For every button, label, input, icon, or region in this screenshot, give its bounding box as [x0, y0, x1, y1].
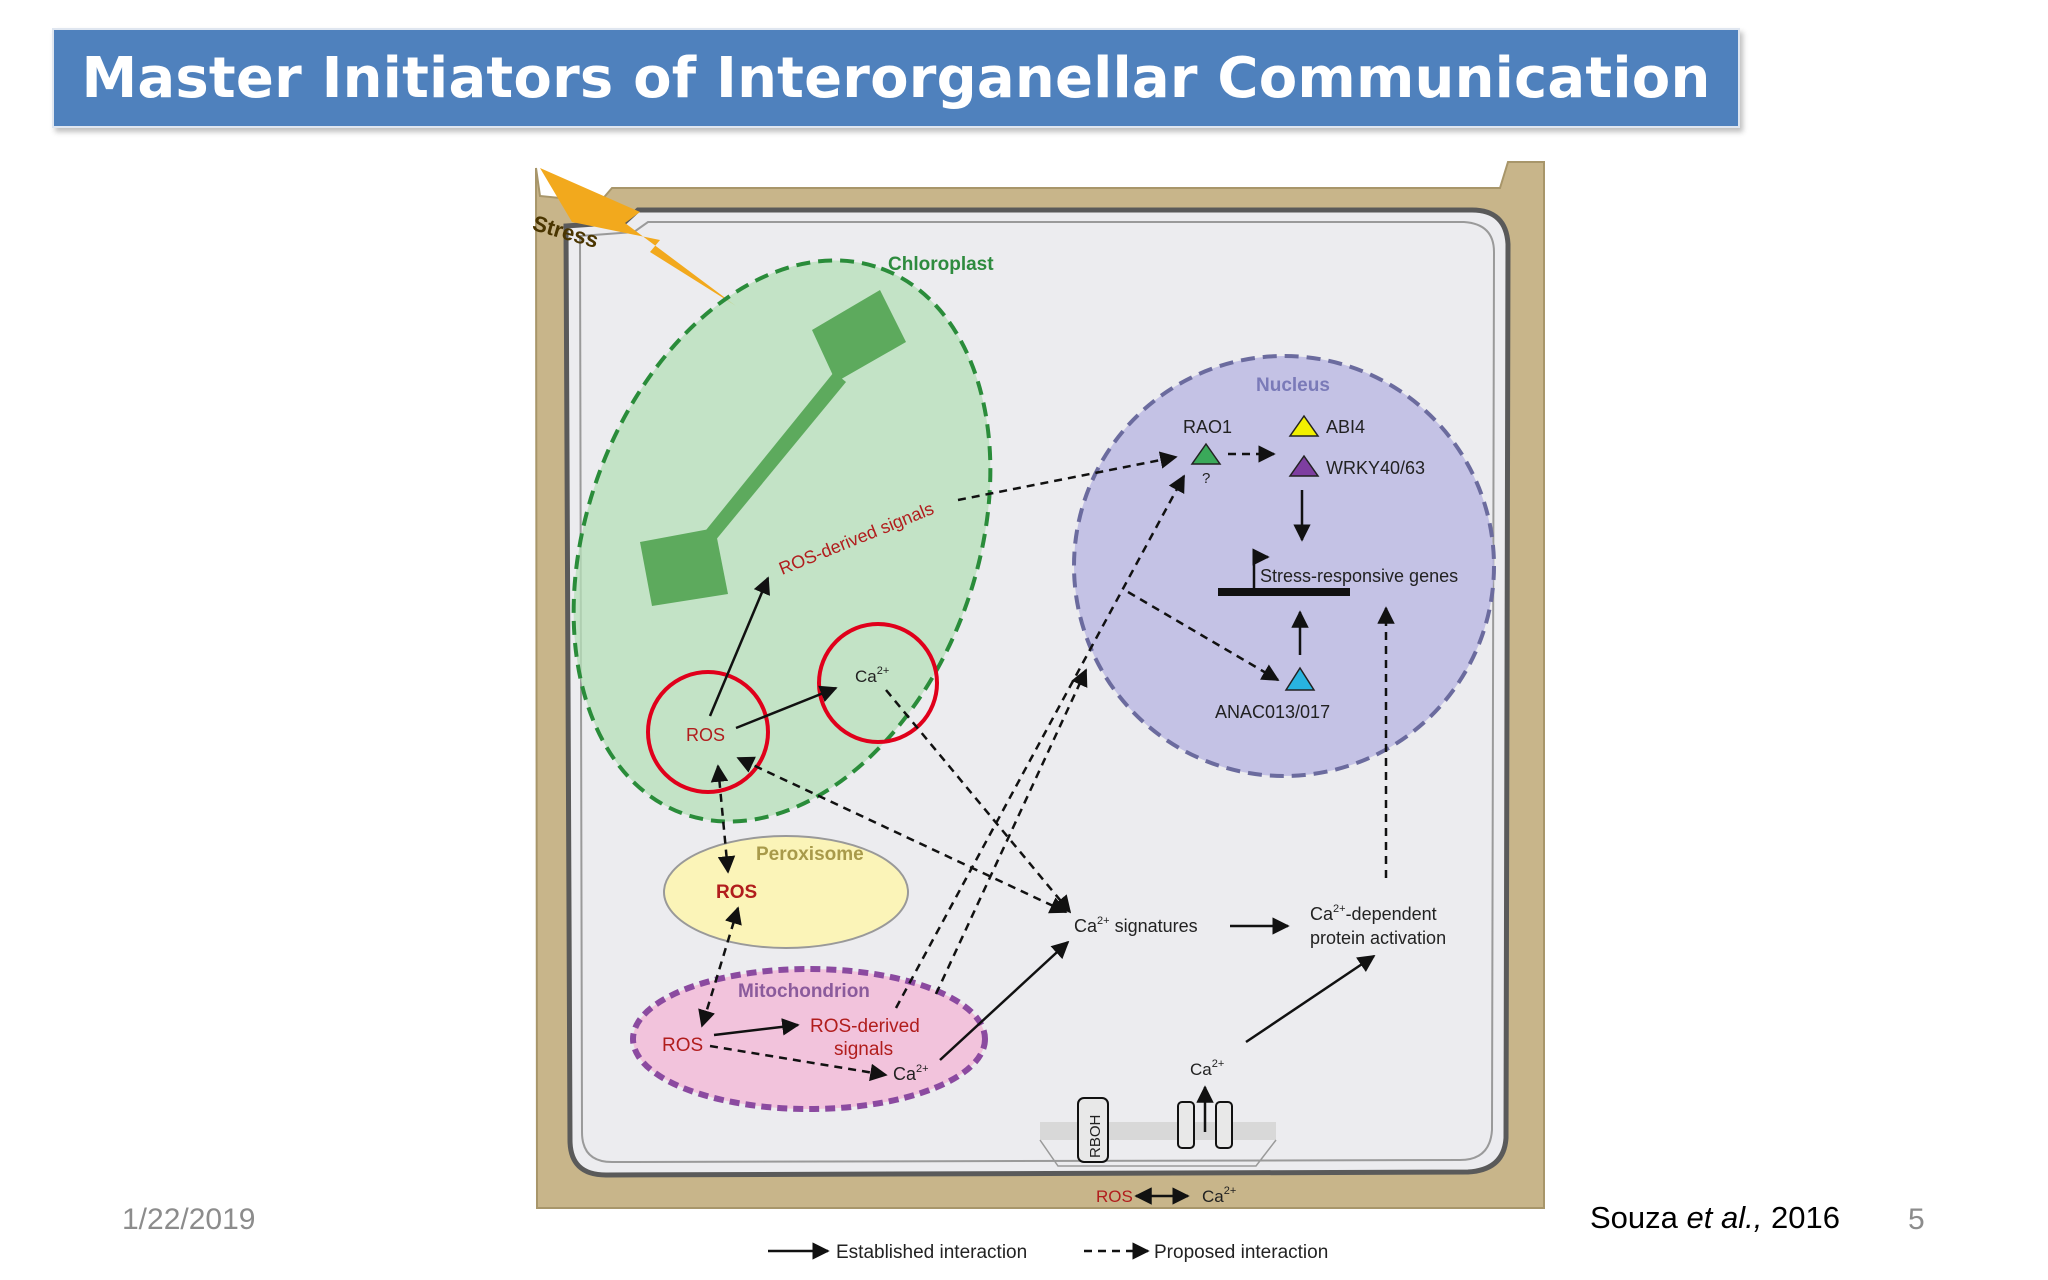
- legend-proposed: Proposed interaction: [1154, 1242, 1328, 1263]
- slide-date: 1/22/2019: [122, 1203, 256, 1236]
- mitochondrion-label: Mitochondrion: [738, 981, 870, 1002]
- chloro-ca: Ca2+: [855, 665, 889, 686]
- abi4-triangle-icon: [1288, 414, 1320, 437]
- thylakoid-stacks-icon: [640, 290, 906, 606]
- anac-label: ANAC013/017: [1215, 702, 1330, 722]
- plasma-membrane: RBOH Ca2+ ROS Ca2+: [1039, 1058, 1277, 1206]
- cell-inner-membrane: [578, 221, 1496, 1164]
- slide-title: Master Initiators of Interorganellar Com…: [81, 45, 1711, 111]
- mitochondrion: Mitochondrion ROS ROS-derived signals Ca…: [630, 966, 988, 1112]
- ca-protein-label-line2: protein activation: [1310, 928, 1446, 948]
- rao1-triangle-icon: [1190, 442, 1222, 465]
- rboh-channel-icon: [1077, 1097, 1109, 1163]
- bottom-ros: ROS: [1096, 1187, 1133, 1206]
- chloroplast-label: Chloroplast: [888, 254, 994, 275]
- established-arrows: [708, 490, 1376, 1205]
- mito-signals-line1: ROS-derived: [810, 1016, 920, 1037]
- peroxisome: Peroxisome ROS: [663, 835, 909, 949]
- nucleus-contents: RAO1 ? ABI4 WRKY40/63 Stress-responsive …: [1183, 414, 1458, 722]
- highlight-circle-ros: [646, 670, 770, 794]
- membrane-ca: Ca2+: [1190, 1058, 1224, 1079]
- ca-protein-label: Ca2+-dependent: [1310, 903, 1437, 924]
- nucleus-label: Nucleus: [1256, 375, 1330, 396]
- gene-bar: [1218, 588, 1350, 596]
- ca-channel-left-icon: [1177, 1101, 1195, 1149]
- ca-channel-right-icon: [1215, 1101, 1233, 1149]
- promoter-arrow-icon: [1252, 548, 1270, 588]
- legend-established: Established interaction: [836, 1242, 1027, 1263]
- highlight-circle-ca: [817, 622, 939, 744]
- ca-signatures-label: Ca2+ signatures: [1074, 915, 1198, 936]
- anac-triangle-icon: [1284, 666, 1316, 691]
- abi4-label: ABI4: [1326, 417, 1365, 437]
- nucleus: Nucleus: [1072, 354, 1496, 778]
- page-number: 5: [1908, 1203, 1925, 1236]
- wrky-label: WRKY40/63: [1326, 458, 1425, 478]
- proposed-arrows: [698, 445, 1395, 1082]
- title-bar: Master Initiators of Interorganellar Com…: [52, 28, 1740, 128]
- peroxisome-ros: ROS: [716, 882, 757, 903]
- mito-signals-line2: signals: [834, 1039, 893, 1060]
- bottom-ca: Ca2+: [1202, 1185, 1236, 1206]
- peroxisome-label: Peroxisome: [756, 844, 864, 865]
- rao1-question: ?: [1202, 470, 1210, 487]
- rao1-label: RAO1: [1183, 417, 1232, 437]
- mito-ca: Ca2+: [893, 1063, 929, 1084]
- rboh-label: RBOH: [1087, 1115, 1104, 1158]
- citation: Souza et al., 2016: [1590, 1200, 1840, 1235]
- chloro-ros: ROS: [686, 725, 725, 745]
- wrky-triangle-icon: [1288, 454, 1320, 477]
- mito-ros: ROS: [662, 1035, 703, 1056]
- genes-label: Stress-responsive genes: [1260, 566, 1458, 586]
- legend: Established interaction Proposed interac…: [768, 1242, 1328, 1263]
